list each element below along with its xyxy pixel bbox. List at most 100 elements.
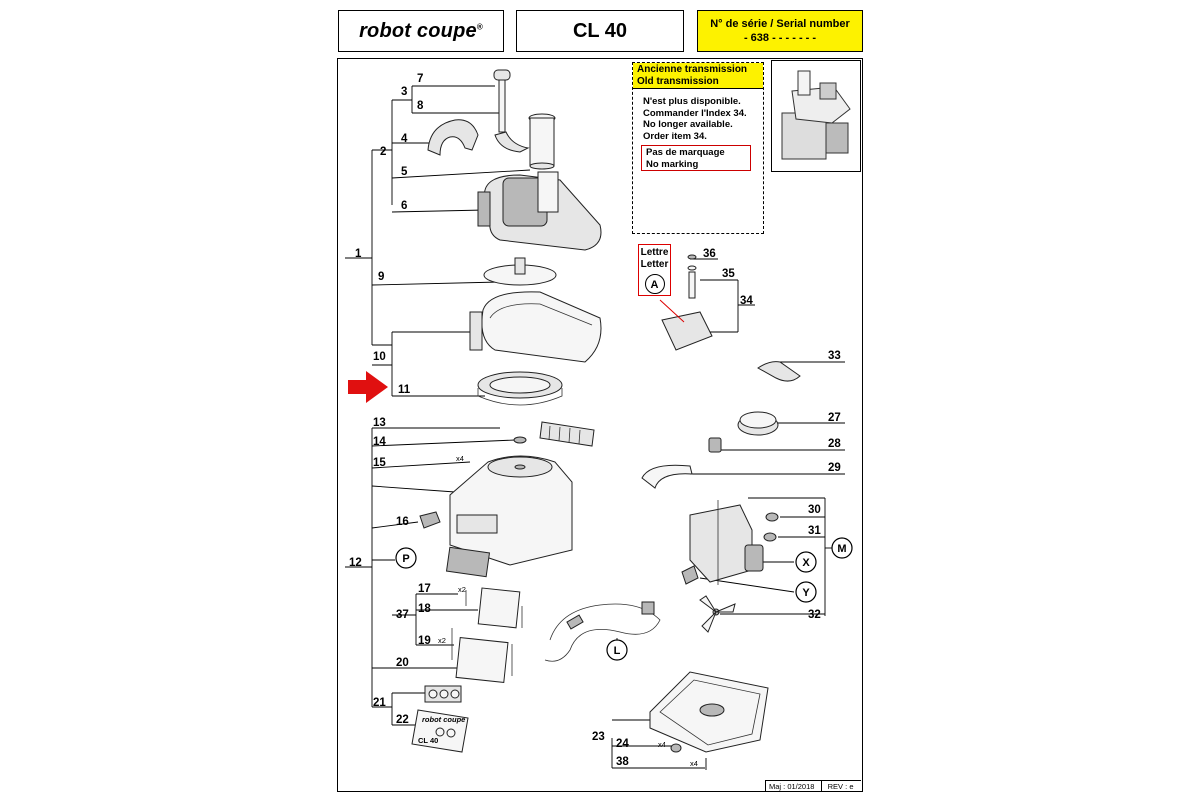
letter-label-fr: Lettre (640, 247, 669, 258)
part-number: 27 (828, 412, 841, 424)
no-marking-en: No marking (646, 158, 699, 170)
model-name: CL 40 (572, 19, 628, 42)
highlight-arrow (348, 371, 388, 403)
brand-logo: robot coupe® (359, 19, 483, 42)
no-marking-box: Pas de marquage No marking (641, 145, 751, 171)
part-number: 20 (396, 657, 409, 669)
plate-brand: robot coupe (422, 715, 465, 724)
brand-logo-box: robot coupe® (338, 10, 504, 52)
part-number: 2 (380, 146, 386, 158)
label-m: M (837, 543, 846, 555)
old-transmission-title-fr: Ancienne transmission (637, 64, 748, 75)
note-line: N'est plus disponible. (643, 96, 741, 107)
part-number: 3 (401, 86, 407, 98)
part-9-disc (483, 257, 557, 286)
old-transmission-box: Ancienne transmission Old transmission N… (632, 62, 764, 234)
part-number: 9 (378, 271, 384, 283)
part-10-bowl (469, 291, 602, 363)
qty-note: x4 (690, 759, 698, 768)
part-14-seal (513, 436, 527, 444)
part-number: 35 (722, 268, 735, 280)
part-number: 10 (373, 351, 386, 363)
part-number: 14 (373, 436, 386, 448)
part-23-base (649, 671, 769, 753)
part-number: 37 (396, 609, 409, 621)
note-line: Commander l'Index 34. (643, 107, 747, 119)
part-number: 6 (401, 200, 407, 212)
part-number: 38 (616, 756, 629, 768)
part-number: 8 (417, 100, 424, 112)
part-33-blade (757, 361, 801, 382)
note-line: Order item 34. (643, 130, 707, 142)
part-12-motor-base (449, 455, 573, 566)
letter-box: Lettre Letter A (638, 244, 671, 296)
old-transmission-title-en: Old transmission (637, 76, 719, 87)
revision-code: REV : e (827, 782, 854, 791)
label-x: X (802, 557, 810, 569)
part-number: 28 (828, 438, 841, 450)
part-34-transmission (659, 254, 713, 351)
part-number: 18 (418, 603, 431, 615)
label-p: P (402, 553, 409, 565)
part-number: 7 (417, 73, 423, 85)
part-number: 1 (355, 248, 362, 260)
label-l: L (614, 645, 621, 657)
part-number: 13 (373, 417, 386, 429)
model-box: CL 40 (516, 10, 684, 52)
part-number: 16 (396, 516, 409, 528)
part-32-fan (699, 595, 736, 633)
part-number: 4 (401, 133, 408, 145)
part-27-pulley (737, 411, 779, 436)
part-number: 21 (373, 697, 386, 709)
part-18-frame (477, 587, 521, 629)
label-y: Y (802, 587, 810, 599)
circled-labels: P L X Y M (395, 537, 853, 661)
qty-note: x4 (658, 740, 666, 749)
part-29-belt (641, 464, 693, 489)
machine-thumbnail-drawing (781, 70, 851, 160)
leader-lines-right (611, 258, 845, 769)
serial-value: - 638 - - - - - - - (743, 32, 817, 44)
part-11-ring (477, 371, 563, 406)
revision-date: Maj : 01/2018 (769, 782, 815, 791)
note-line: No longer available. (643, 119, 733, 130)
part-number: 36 (703, 248, 716, 260)
part-numbers: 1 2 3 4 5 6 7 8 9 10 11 12 13 14 15 16 1… (349, 73, 841, 768)
no-marking-fr: Pas de marquage (646, 147, 725, 158)
part-13-grille (539, 421, 595, 447)
part-number: 22 (396, 714, 409, 726)
part-7-pusher (493, 69, 530, 153)
part-number: 31 (808, 525, 821, 537)
part-number: 24 (616, 738, 629, 750)
part-number: 12 (349, 557, 362, 569)
part-16-switch (419, 511, 441, 529)
part-number: 15 (373, 457, 386, 469)
part-number: 11 (398, 384, 411, 396)
part-24-foot (670, 743, 682, 753)
part-20-front-plate (455, 637, 509, 683)
letter-circle: A (644, 274, 665, 294)
revision-footer: Maj : 01/2018 REV : e (765, 780, 861, 792)
quantity-notes: x4 x2 x2 x4 x4 (438, 454, 698, 768)
letter-label-en: Letter (640, 259, 669, 270)
diagram-frame (337, 58, 863, 792)
part-m-motor (689, 500, 779, 585)
serial-number-box: N° de série / Serial number - 638 - - - … (697, 10, 863, 52)
plate-model: CL 40 (418, 736, 438, 745)
part-number: 30 (808, 504, 821, 516)
qty-note: x2 (458, 585, 466, 594)
part-number: 34 (740, 295, 753, 307)
old-transmission-header: Ancienne transmission Old transmission (633, 63, 763, 89)
part-number: 32 (808, 609, 821, 621)
part-number: 33 (828, 350, 841, 362)
part-22-control-plate: robot coupe CL 40 (411, 709, 469, 753)
machine-thumbnail (771, 60, 861, 172)
old-transmission-notes: N'est plus disponible. Commander l'Index… (643, 96, 747, 142)
part-4-cover (427, 119, 479, 156)
qty-note: x4 (456, 454, 464, 463)
qty-note: x2 (438, 636, 446, 645)
part-21-button-plate (424, 685, 462, 703)
part-number: 29 (828, 462, 841, 474)
part-number: 17 (418, 583, 431, 595)
